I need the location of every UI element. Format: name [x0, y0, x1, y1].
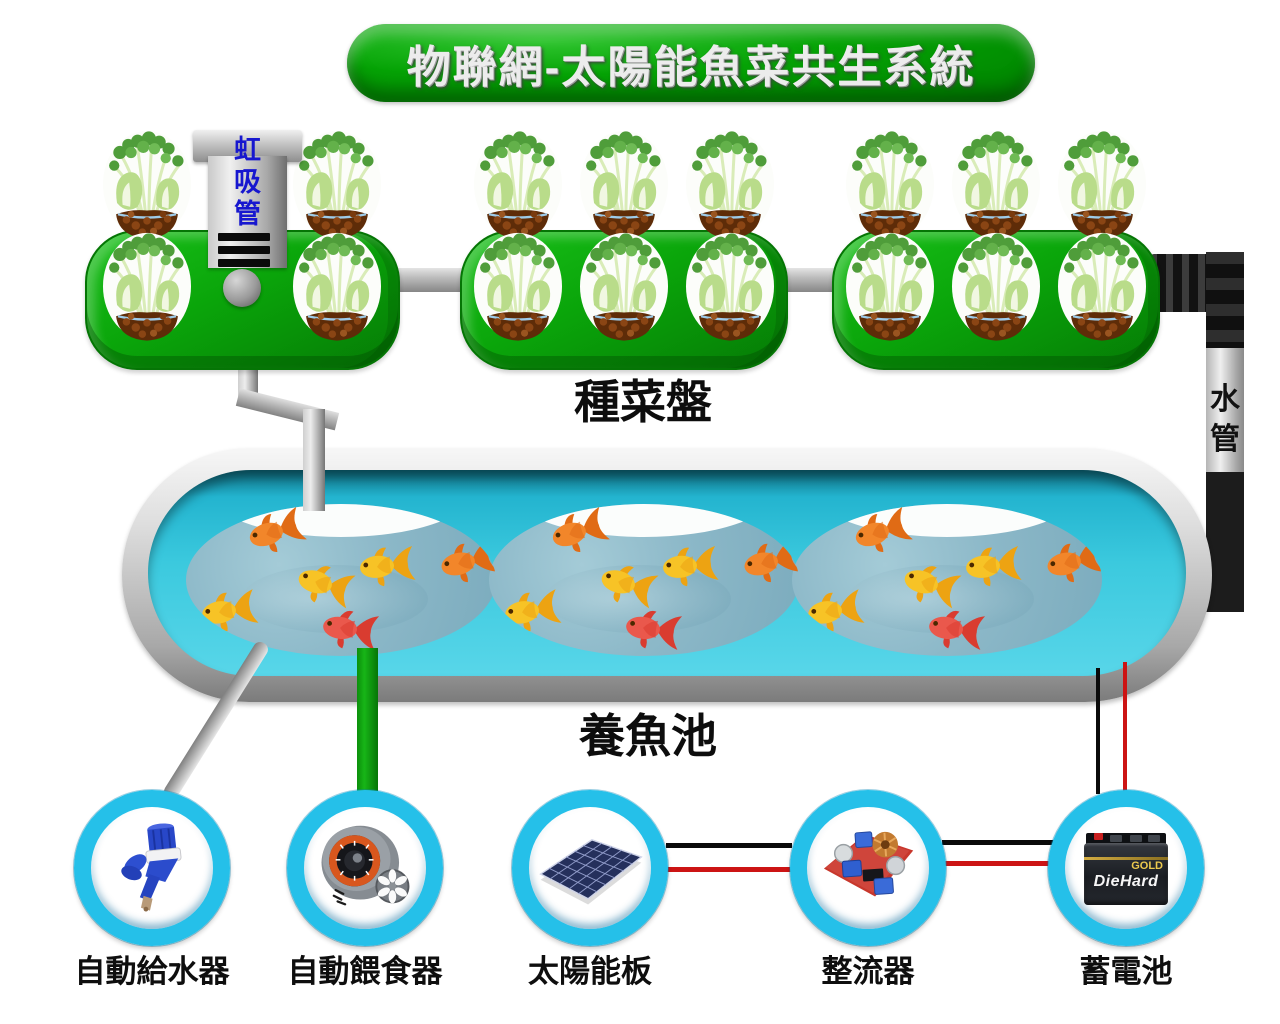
plant-cluster	[568, 130, 680, 248]
battery-lid	[1086, 833, 1166, 845]
title-banner: 物聯網-太陽能魚菜共生系統	[347, 24, 1035, 102]
battery-positive-terminal	[1094, 833, 1103, 840]
plant-cluster	[940, 130, 1052, 248]
battery-icon: GOLD DieHard	[1082, 829, 1170, 907]
water-pipe-upper-section	[1206, 252, 1244, 348]
plant-cluster	[940, 232, 1052, 350]
pond-window-1	[186, 504, 496, 656]
siphon-float-ball	[223, 269, 261, 307]
wire-rectifier-battery-red	[942, 861, 1054, 866]
water-pipe-middle-section	[1206, 348, 1244, 472]
plant-cluster	[462, 130, 574, 248]
page-title: 物聯網-太陽能魚菜共生系統	[406, 43, 976, 92]
battery-badge: GOLD	[1131, 860, 1163, 872]
water-pipe-char-1: 水	[1210, 383, 1240, 416]
yellow-goldfish	[893, 554, 967, 614]
fish-pond	[122, 448, 1212, 702]
label-auto-water-feeder: 自動給水器	[74, 954, 230, 989]
wire-rectifier-battery-black	[942, 840, 1054, 845]
orange-goldfish	[843, 504, 917, 563]
plant-cluster	[834, 232, 946, 350]
fish-feeder-pipe	[357, 648, 378, 792]
plant-area	[85, 130, 400, 370]
siphon-label: 虹 吸 管	[208, 134, 287, 230]
orange-goldfish	[1036, 533, 1102, 591]
label-solar-panel: 太陽能板	[528, 954, 652, 989]
siphon-vents	[218, 233, 270, 272]
component-battery: GOLD DieHard	[1048, 790, 1204, 946]
planting-tray-1: 虹 吸 管	[85, 130, 400, 370]
orange-goldfish	[540, 504, 614, 563]
yellow-goldfish	[351, 540, 419, 590]
wire-solar-rectifier-black	[666, 843, 792, 848]
plant-cluster	[674, 232, 786, 350]
plant-cluster	[462, 232, 574, 350]
label-battery: 蓄電池	[1079, 954, 1173, 989]
plant-cluster	[91, 130, 203, 248]
water-pipe-char-2: 管	[1210, 423, 1240, 456]
water-pipe-top-connector	[1150, 254, 1212, 312]
orange-goldfish	[733, 533, 799, 591]
plant-cluster	[281, 130, 393, 248]
solar-panel-icon	[533, 822, 647, 915]
wire-solar-rectifier-red	[661, 867, 797, 872]
plant-cluster	[674, 130, 786, 248]
battery-brand: DieHard	[1093, 873, 1159, 890]
pond-window-2	[489, 504, 799, 656]
plant-cluster	[1046, 130, 1158, 248]
wire-battery-pond-red	[1123, 662, 1127, 794]
plant-cluster	[1046, 232, 1158, 350]
yellow-goldfish	[495, 584, 566, 638]
planting-tray-2	[460, 130, 788, 370]
battery-body: GOLD DieHard	[1084, 843, 1168, 905]
red-goldfish	[919, 603, 989, 655]
siphon-char-1: 虹	[234, 135, 261, 165]
yellow-goldfish	[654, 540, 722, 590]
tray-connector-pipe-1	[396, 268, 464, 292]
water-pipe-label: 水 管	[1206, 380, 1244, 460]
fish-pond-label: 養魚池	[579, 710, 717, 762]
component-auto-fish-feeder	[287, 790, 443, 946]
plant-area	[832, 130, 1160, 370]
plant-cluster	[91, 232, 203, 350]
siphon-char-2: 吸	[234, 167, 261, 197]
plant-area	[460, 130, 788, 370]
wire-battery-pond-black	[1096, 668, 1100, 794]
plant-cluster	[834, 130, 946, 248]
siphon-char-3: 管	[234, 199, 261, 229]
component-auto-water-feeder	[74, 790, 230, 946]
yellow-goldfish	[192, 584, 263, 638]
component-rectifier	[790, 790, 946, 946]
fish-feeder-icon	[313, 818, 417, 919]
rectifier-board-icon	[814, 820, 922, 917]
planting-tray-3	[832, 130, 1160, 370]
component-solar-panel	[512, 790, 668, 946]
plant-cluster	[281, 232, 393, 350]
label-auto-fish-feeder: 自動餵食器	[287, 954, 443, 989]
red-goldfish	[313, 603, 383, 655]
label-rectifier: 整流器	[821, 954, 915, 989]
yellow-goldfish	[957, 540, 1025, 590]
planting-tray-label: 種菜盤	[574, 376, 712, 428]
water-dispenser-icon	[104, 818, 200, 919]
red-goldfish	[616, 603, 686, 655]
plant-cluster	[568, 232, 680, 350]
tray-connector-pipe-2	[784, 268, 836, 292]
yellow-goldfish	[798, 584, 869, 638]
drain-pipe-vertical-2	[303, 409, 325, 511]
orange-goldfish	[237, 504, 311, 563]
yellow-goldfish	[590, 554, 664, 614]
pond-window-3	[792, 504, 1102, 656]
pond-water	[148, 470, 1186, 676]
orange-goldfish	[430, 533, 496, 591]
yellow-goldfish	[287, 554, 361, 614]
